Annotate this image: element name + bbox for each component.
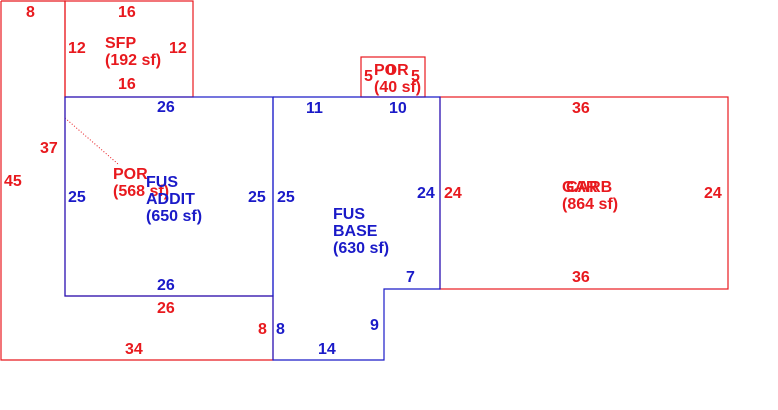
dim-outer-left-45: 45 bbox=[4, 173, 22, 190]
sfp-area: (192 sf) bbox=[105, 52, 161, 69]
dim-sfp-right: 12 bbox=[169, 40, 187, 57]
dim-base-step-7: 7 bbox=[406, 269, 415, 286]
dim-gar-right: 24 bbox=[704, 185, 722, 202]
dim-gar-bottom: 36 bbox=[572, 269, 590, 286]
dim-base-left-8: 8 bbox=[276, 321, 285, 338]
por-front-name: POR bbox=[374, 62, 409, 79]
leader-line bbox=[64, 117, 119, 165]
dim-addit-left: 25 bbox=[68, 189, 86, 206]
dim-base-left: 25 bbox=[277, 189, 295, 206]
fus-addit-name-1: FUS bbox=[146, 174, 178, 191]
fus-base-name-2: BASE bbox=[333, 223, 378, 240]
dim-outer-bottom: 34 bbox=[125, 341, 143, 358]
fus-addit-area: (650 sf) bbox=[146, 208, 202, 225]
dim-por-bottom-26: 26 bbox=[157, 300, 175, 317]
dim-por-small-left: 5 bbox=[364, 68, 373, 85]
garage-name-b: CARB bbox=[566, 179, 612, 196]
dim-base-step-9: 9 bbox=[370, 317, 379, 334]
sfp-name: SFP bbox=[105, 35, 136, 52]
dim-base-right: 24 bbox=[417, 185, 435, 202]
fus-base-area: (630 sf) bbox=[333, 240, 389, 257]
dim-outer-top: 8 bbox=[26, 4, 35, 21]
dim-sfp-bottom: 16 bbox=[118, 76, 136, 93]
dim-addit-bottom: 26 bbox=[157, 277, 175, 294]
garage-area: (864 sf) bbox=[562, 196, 618, 213]
dim-gar-top: 36 bbox=[572, 100, 590, 117]
dim-addit-top: 26 bbox=[157, 99, 175, 116]
dim-sfp-top: 16 bbox=[118, 4, 136, 21]
dim-gar-left: 24 bbox=[444, 185, 462, 202]
fus-addit-name-2: ADDIT bbox=[146, 191, 195, 208]
dim-base-top-10: 10 bbox=[389, 100, 407, 117]
por-large-area: (568 sf) bbox=[113, 183, 169, 200]
por-front-overlay: 0 bbox=[386, 62, 395, 79]
garage-name-a: GAR bbox=[562, 179, 598, 196]
por-front-area: (40 sf) bbox=[374, 79, 421, 96]
dim-base-top-11: 11 bbox=[306, 100, 323, 117]
dim-outer-left-37: 37 bbox=[40, 140, 58, 157]
fus-base-outline bbox=[272, 96, 441, 361]
dim-por-small-right: 5 bbox=[411, 68, 420, 85]
dim-sfp-left: 12 bbox=[68, 40, 86, 57]
dim-addit-right: 25 bbox=[248, 189, 266, 206]
por-large-name: POR bbox=[113, 166, 148, 183]
dim-por-right-8: 8 bbox=[258, 321, 267, 338]
dim-base-bottom: 14 bbox=[318, 341, 336, 358]
fus-base-name-1: FUS bbox=[333, 206, 365, 223]
